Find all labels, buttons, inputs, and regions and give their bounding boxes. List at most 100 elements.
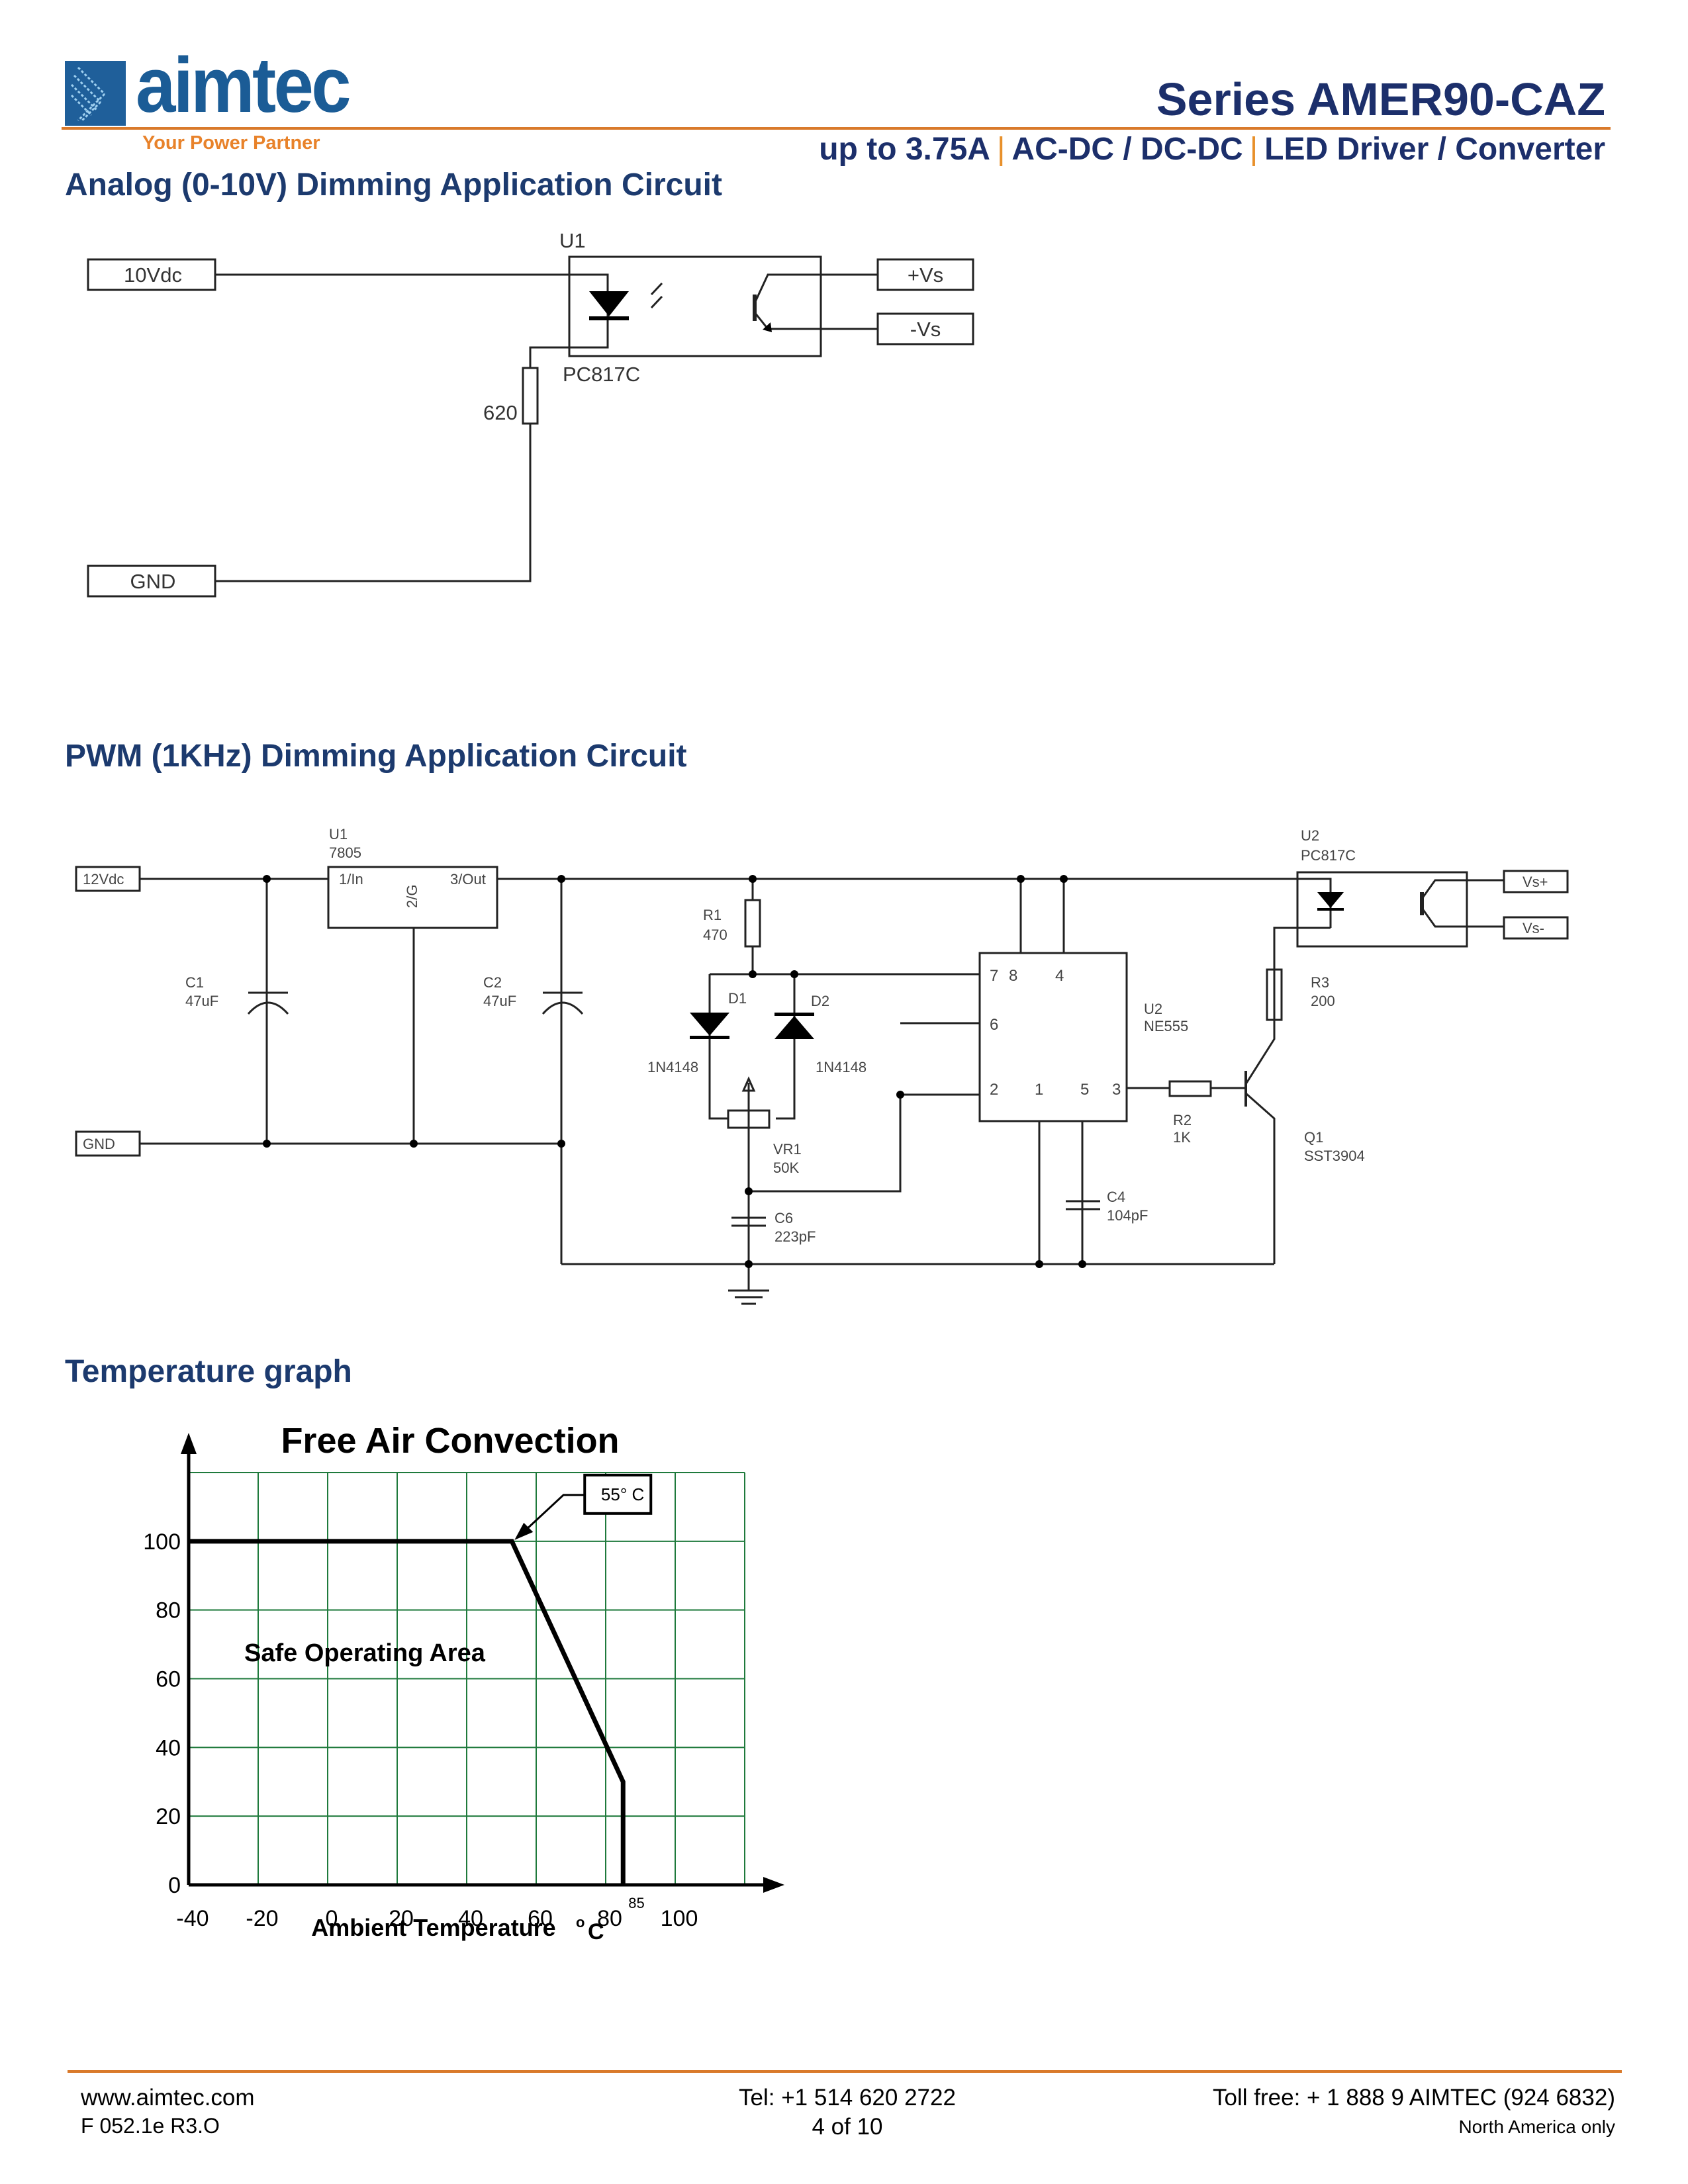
label-d1-part: 1N4148 [647, 1059, 698, 1075]
temperature-section-title: Temperature graph [65, 1354, 352, 1389]
label-r1: R1 [703, 907, 722, 923]
y-tick-label: 100 [143, 1529, 181, 1555]
label-vs-minus: Vs- [1523, 920, 1544, 936]
terminal-vs-minus [1503, 916, 1569, 940]
chart-title: Free Air Convection [281, 1421, 619, 1461]
label-c6: C6 [774, 1210, 793, 1226]
footer-region-note: North America only [1458, 2116, 1615, 2137]
label-d2-part: 1N4148 [816, 1059, 867, 1075]
x-tick-label: 40 [458, 1906, 483, 1931]
x-axis-label: Ambient Temperature [311, 1914, 555, 1941]
y-tick-label: 0 [168, 1873, 181, 1898]
label-pin-in: 1/In [339, 871, 363, 887]
resistor-620 [522, 367, 539, 425]
label-pin-gnd: 2/G [404, 885, 420, 908]
label-u1: U1 [559, 229, 586, 252]
x-85-label: 85 [628, 1895, 644, 1911]
footer-tel: Tel: +1 514 620 2722 [739, 2085, 956, 2111]
label-vr1-value: 50K [773, 1160, 799, 1176]
subtitle-current: up to 3.75A [819, 132, 990, 167]
pin-8: 8 [1009, 967, 1017, 985]
label-ne555: NE555 [1144, 1018, 1188, 1034]
label-c2: C2 [483, 974, 502, 991]
label-q1: Q1 [1304, 1129, 1323, 1146]
resistor-r1 [744, 899, 761, 948]
callout-55c-label: 55° C [601, 1484, 644, 1504]
pin-1: 1 [1035, 1081, 1043, 1099]
subtitle-separator: | [1249, 132, 1258, 167]
data-point [187, 1539, 190, 1543]
safe-operating-area-label: Safe Operating Area [244, 1639, 486, 1667]
y-tick-label: 80 [156, 1598, 181, 1623]
x-tick-label: -20 [246, 1906, 278, 1931]
led-diode-icon [1317, 892, 1344, 908]
series-subtitle: up to 3.75A|AC-DC / DC-DC|LED Driver / C… [819, 131, 1605, 167]
series-title: Series AMER90-CAZ [1156, 73, 1605, 125]
data-point [622, 1884, 625, 1886]
label-sst3904: SST3904 [1304, 1148, 1365, 1164]
label-c4-value: 104pF [1107, 1207, 1148, 1224]
label-u1: U1 [329, 826, 348, 842]
led-diode-icon [589, 291, 629, 316]
x-tick-label: 100 [661, 1906, 698, 1931]
label-d2: D2 [811, 993, 829, 1009]
x-tick-label: -40 [176, 1906, 209, 1931]
label-c6-value: 223pF [774, 1228, 816, 1245]
footer-divider [68, 2070, 1622, 2073]
diode-d1-icon [690, 1013, 729, 1036]
callout-leader [526, 1494, 585, 1530]
label-d1: D1 [728, 990, 747, 1007]
label-vr1: VR1 [773, 1141, 802, 1158]
label-620: 620 [483, 401, 518, 424]
x-tick-label: 20 [389, 1906, 414, 1931]
label-gnd: GND [130, 570, 176, 593]
label-u2-opto: U2 [1301, 827, 1319, 844]
pwm-section-title: PWM (1KHz) Dimming Application Circuit [65, 739, 687, 774]
pin-6: 6 [990, 1016, 998, 1034]
pin-4: 4 [1055, 967, 1064, 985]
label-r2-value: 1K [1173, 1129, 1191, 1146]
footer-toll-free: Toll free: + 1 888 9 AIMTEC (924 6832) [1213, 2085, 1615, 2111]
pin-5: 5 [1080, 1081, 1089, 1099]
y-tick-label: 40 [156, 1735, 181, 1760]
pin-7: 7 [990, 967, 998, 985]
x-axis-unit: C [588, 1919, 604, 1944]
analog-dimming-schematic: 10Vdc GND U1 PC817C 620 +Vs -Vs [87, 229, 974, 598]
subtitle-type: AC-DC / DC-DC [1011, 132, 1243, 167]
timer-ne555-body [978, 952, 1128, 1122]
resistor-r3 [1266, 968, 1283, 1021]
y-axis-arrow-icon [181, 1433, 197, 1454]
y-tick-label: 20 [156, 1804, 181, 1829]
label-u2-timer: U2 [1144, 1001, 1162, 1017]
label-c2-value: 47uF [483, 993, 516, 1009]
label-pc817c: PC817C [563, 363, 640, 386]
optocoupler-u1-body [568, 255, 822, 357]
header-divider [62, 127, 1611, 130]
footer-doc-code: F 052.1e R3.O [81, 2114, 220, 2138]
x-tick-label: 0 [326, 1906, 338, 1931]
subtitle-function: LED Driver / Converter [1264, 132, 1605, 167]
label-plus-vs: +Vs [908, 263, 943, 287]
label-gnd: GND [83, 1136, 115, 1152]
subtitle-separator: | [996, 132, 1006, 167]
callout-box [583, 1473, 653, 1515]
label-pin-out: 3/Out [450, 871, 486, 887]
x-axis-arrow-icon [763, 1877, 784, 1893]
logo-mark-icon [65, 61, 126, 126]
pwm-dimming-schematic: 12Vdc GND U1 7805 1/In 3/Out 2/G C1 47uF… [75, 826, 1569, 1305]
label-12vdc: 12Vdc [83, 871, 124, 887]
label-r3: R3 [1311, 974, 1329, 991]
data-point [510, 1539, 514, 1543]
label-r1-value: 470 [703, 927, 727, 943]
callout-arrow-icon [514, 1522, 534, 1540]
pin-3: 3 [1112, 1081, 1121, 1099]
footer-page-number: 4 of 10 [812, 2114, 883, 2140]
footer-website[interactable]: www.aimtec.com [81, 2085, 255, 2111]
label-c1: C1 [185, 974, 204, 991]
optocoupler-u2-body [1296, 871, 1468, 948]
logo-tagline: Your Power Partner [142, 132, 320, 154]
label-pc817c: PC817C [1301, 847, 1356, 864]
pin-2: 2 [990, 1081, 998, 1099]
label-r3-value: 200 [1311, 993, 1335, 1009]
